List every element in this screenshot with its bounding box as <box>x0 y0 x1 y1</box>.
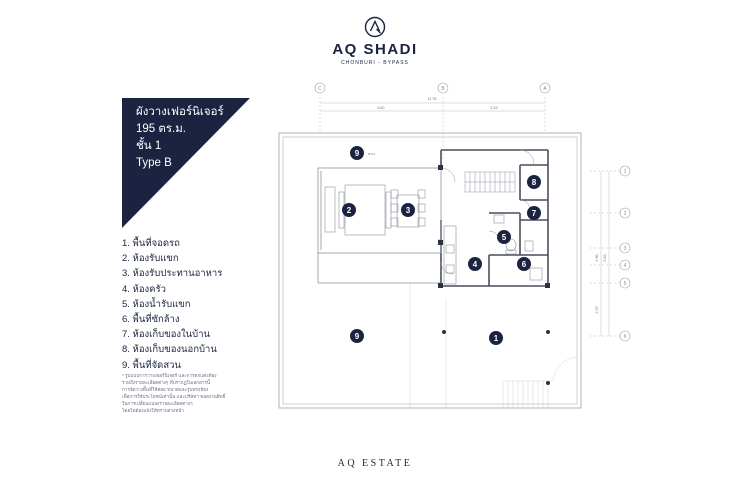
note-line: โดยไม่ต้องแจ้งให้ทราบล่วงหน้า <box>122 408 185 413</box>
garden-label: สวน <box>368 152 375 156</box>
grid-label-6: 6 <box>624 334 627 340</box>
note-line: รวมถึงรายละเอียดต่างๆ ที่ปรากฏในเอกสารนี… <box>122 380 211 385</box>
driveway-posts <box>442 330 550 385</box>
lot-boundary <box>278 132 582 409</box>
marker-indoor-storage: 7 <box>527 206 541 220</box>
note-line: เพื่อการใช้ประโยชน์เท่านั้น และบริษัทฯ ข… <box>122 394 226 399</box>
note-line: การจัดวางพื้นที่ใช้สอย ขนาดและรูปทรงห้อง <box>122 387 209 392</box>
columns <box>438 165 550 288</box>
note-line: ในการเปลี่ยนแปลงรายละเอียดต่างๆ <box>122 401 193 406</box>
top-grid-bubbles: C B A 11.75 6.60 5.15 <box>314 82 551 110</box>
svg-text:5: 5 <box>502 233 507 242</box>
dimension-right: 5.15 <box>491 106 498 110</box>
right-grid-bubbles: 1 2 3 4 5 6 1.90 0.10 3.70 <box>595 165 631 342</box>
kitchen-counter <box>443 225 457 285</box>
footer-brand: AQ ESTATE <box>337 458 413 469</box>
legend-item: 4. ห้องครัว <box>122 283 166 295</box>
disclaimer-note: * รูปแบบการวางเฟอร์นิเจอร์ และการตกแต่งห… <box>122 372 282 414</box>
legend-item: 6. พื้นที่ซักล้าง <box>122 314 180 326</box>
plan-floor: ชั้น 1 <box>136 140 162 152</box>
grid-label-3: 3 <box>624 246 627 252</box>
svg-text:9: 9 <box>355 332 360 341</box>
grid-label-1: 1 <box>624 169 627 175</box>
bathroom-fixtures <box>493 214 517 255</box>
legend-item: 1. พื้นที่จอดรถ <box>122 238 180 249</box>
room-markers: 9 สวน 2 3 8 7 5 <box>342 146 541 345</box>
plan-area: 195 ตร.ม. <box>136 123 186 135</box>
svg-text:4: 4 <box>473 260 478 269</box>
living-area-outline <box>317 167 442 284</box>
legend-item: 3. ห้องรับประทานอาหาร <box>122 268 223 280</box>
svg-text:3: 3 <box>406 206 411 215</box>
brand-name: AQ SHADI <box>332 41 418 58</box>
legend-item: 2. ห้องรับแขก <box>122 253 179 265</box>
brand-logo: AQ SHADI CHONBURI - BYPASS <box>325 16 425 66</box>
svg-text:8: 8 <box>532 178 537 187</box>
dimension-left: 6.60 <box>378 106 385 110</box>
dimension-v1: 1.90 <box>595 255 599 262</box>
legend-item: 8. ห้องเก็บของนอกบ้าน <box>122 344 217 356</box>
marker-guest-bathroom: 5 <box>497 230 511 244</box>
grid-label-2: 2 <box>624 211 627 217</box>
grid-label-c: C <box>318 86 322 92</box>
marker-laundry: 6 <box>517 257 531 271</box>
marker-living-room: 2 <box>342 203 356 217</box>
marker-outdoor-storage: 8 <box>527 175 541 189</box>
laundry-fixtures <box>524 240 543 281</box>
right-grid <box>590 170 620 337</box>
aq-logo-icon <box>364 16 386 38</box>
plan-type: Type B <box>136 157 172 169</box>
dimension-total: 11.75 <box>428 97 437 101</box>
legend-item: 5. ห้องน้ำรับแขก <box>122 298 191 310</box>
grid-label-4: 4 <box>624 263 627 269</box>
dining-set <box>390 189 426 228</box>
grid-label-b: B <box>441 86 445 92</box>
dimension-v3: 3.70 <box>595 307 599 314</box>
marker-garden-left: 9 <box>350 329 364 343</box>
legend-item: 9. พื้นที่จัดสวน <box>122 359 181 371</box>
title-panel-text: ผังวางเฟอร์นิเจอร์ 195 ตร.ม. ชั้น 1 Type… <box>136 104 224 172</box>
note-line: * รูปแบบการวางเฟอร์นิเจอร์ และการตกแต่งห… <box>122 373 217 378</box>
stair <box>464 171 516 193</box>
svg-text:9: 9 <box>355 149 360 158</box>
grid-label-a: A <box>543 86 547 92</box>
sofa-set <box>324 184 392 236</box>
room-legend: 1. พื้นที่จอดรถ 2. ห้องรับแขก 3. ห้องรับ… <box>122 236 222 373</box>
plan-title: ผังวางเฟอร์นิเจอร์ <box>136 106 224 118</box>
legend-item: 7. ห้องเก็บของในบ้าน <box>122 329 211 341</box>
svg-text:7: 7 <box>532 209 537 218</box>
grid-label-5: 5 <box>624 281 627 287</box>
marker-garden-top: 9 สวน <box>350 146 375 160</box>
marker-kitchen: 4 <box>468 257 482 271</box>
title-panel: ผังวางเฟอร์นิเจอร์ 195 ตร.ม. ชั้น 1 Type… <box>122 98 250 228</box>
marker-dining-room: 3 <box>401 203 415 217</box>
svg-text:1: 1 <box>494 334 499 343</box>
title-panel-background <box>122 98 250 228</box>
marker-parking: 1 <box>489 331 503 345</box>
dimension-v2: 0.10 <box>603 255 607 262</box>
svg-text:2: 2 <box>347 206 352 215</box>
brand-subtitle: CHONBURI - BYPASS <box>341 60 409 66</box>
driveway <box>409 283 578 408</box>
svg-text:6: 6 <box>522 260 527 269</box>
